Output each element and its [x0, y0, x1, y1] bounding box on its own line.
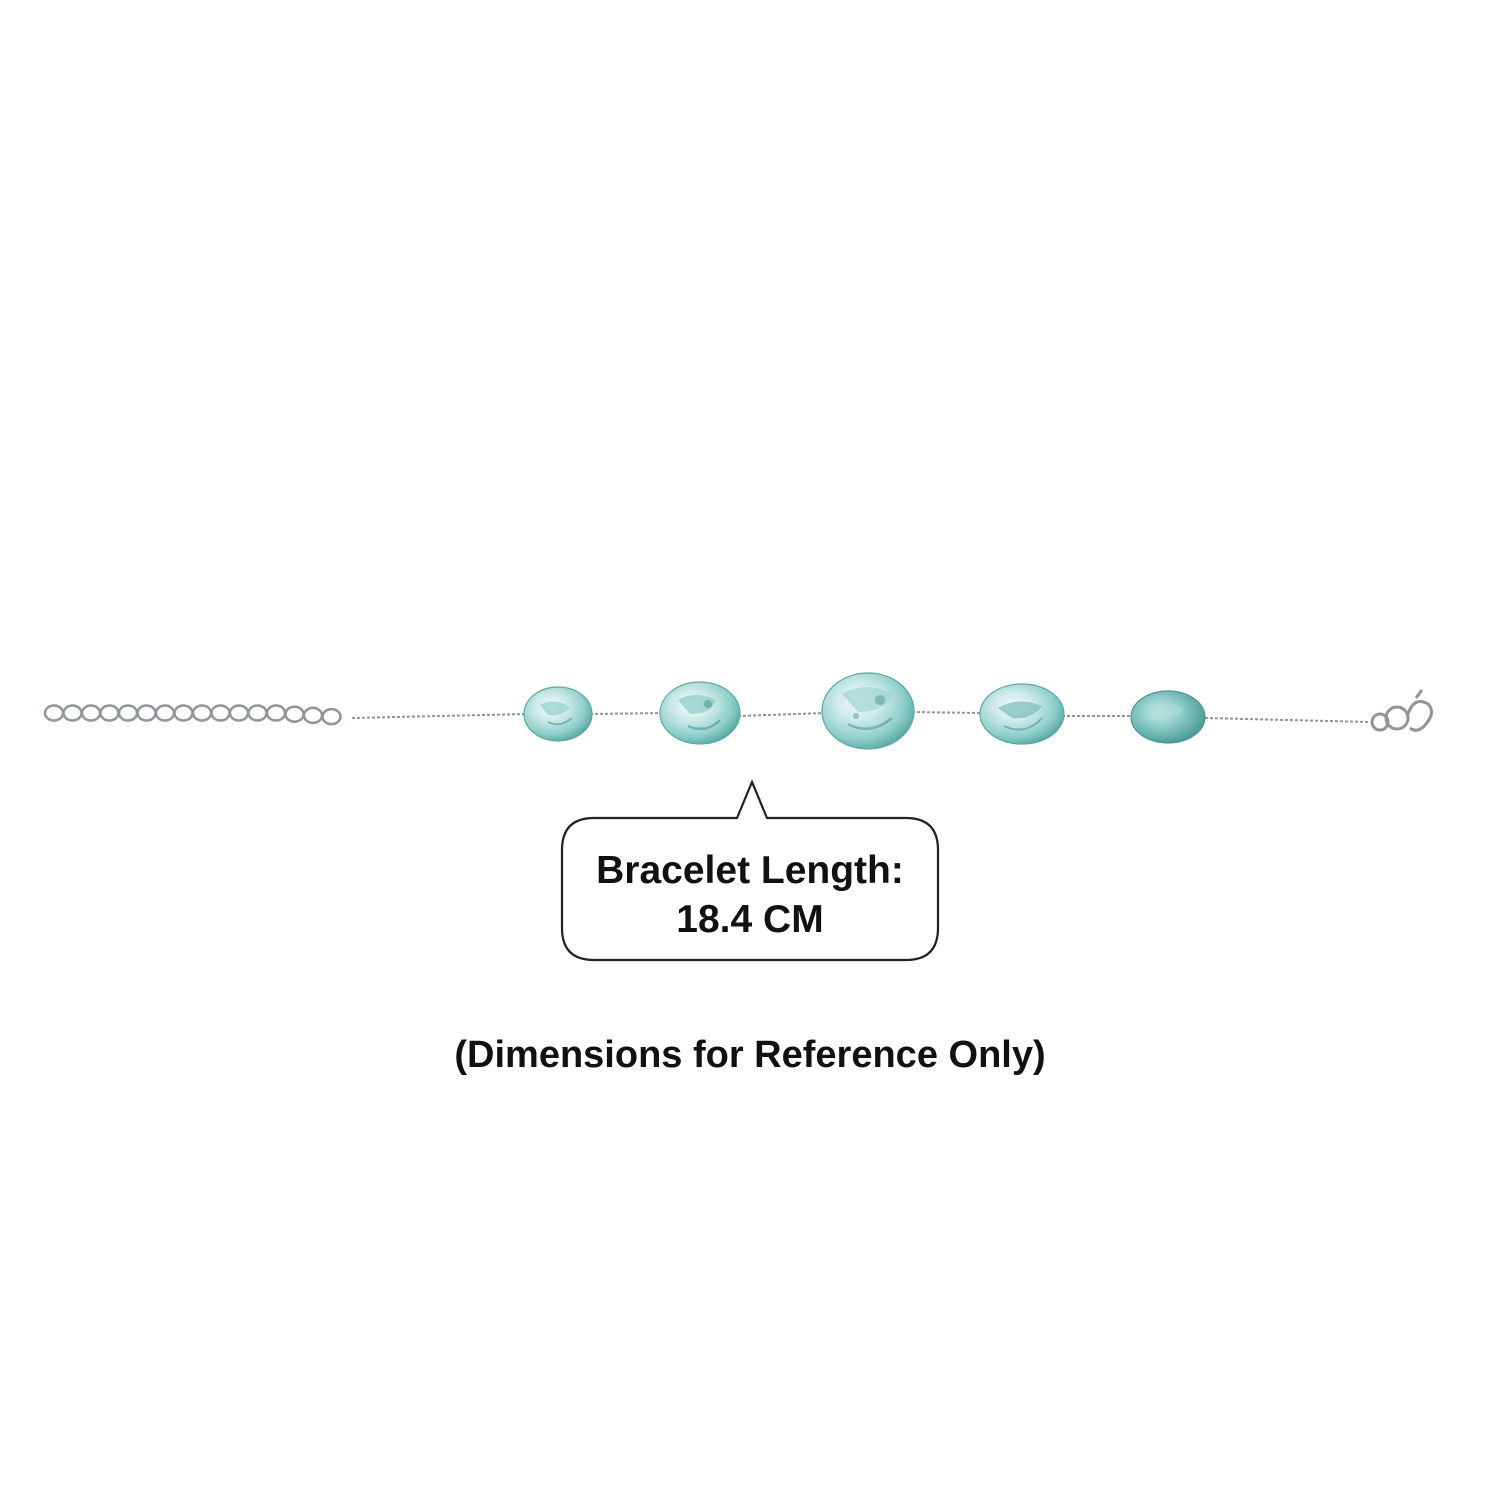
extender-link	[136, 704, 157, 722]
extender-link	[80, 704, 102, 722]
stone-2	[659, 681, 741, 745]
extender-link	[247, 704, 268, 722]
extender-link	[265, 704, 287, 722]
stone-4	[979, 683, 1065, 745]
extender-link	[154, 704, 176, 722]
extender-link	[228, 704, 250, 722]
fine-chain	[351, 711, 1371, 723]
extender-link	[210, 704, 231, 722]
stone-1	[523, 686, 593, 742]
disclaimer-text: (Dimensions for Reference Only)	[454, 1034, 1046, 1076]
extender-link	[302, 706, 324, 725]
extender-link	[99, 704, 120, 722]
callout-value: 18.4 CM	[676, 898, 824, 941]
extender-link	[117, 704, 139, 722]
extender-link	[62, 704, 83, 722]
extender-chain	[43, 704, 342, 726]
extender-link	[173, 704, 194, 722]
stone-3	[821, 672, 915, 750]
lobster-clasp	[1370, 689, 1433, 732]
extender-link	[284, 705, 305, 723]
extender-link	[43, 704, 65, 722]
extender-link	[191, 704, 213, 722]
callout-bubble	[560, 779, 940, 962]
extender-link	[321, 707, 342, 726]
callout-title: Bracelet Length:	[596, 849, 904, 892]
stone-5	[1130, 690, 1206, 744]
